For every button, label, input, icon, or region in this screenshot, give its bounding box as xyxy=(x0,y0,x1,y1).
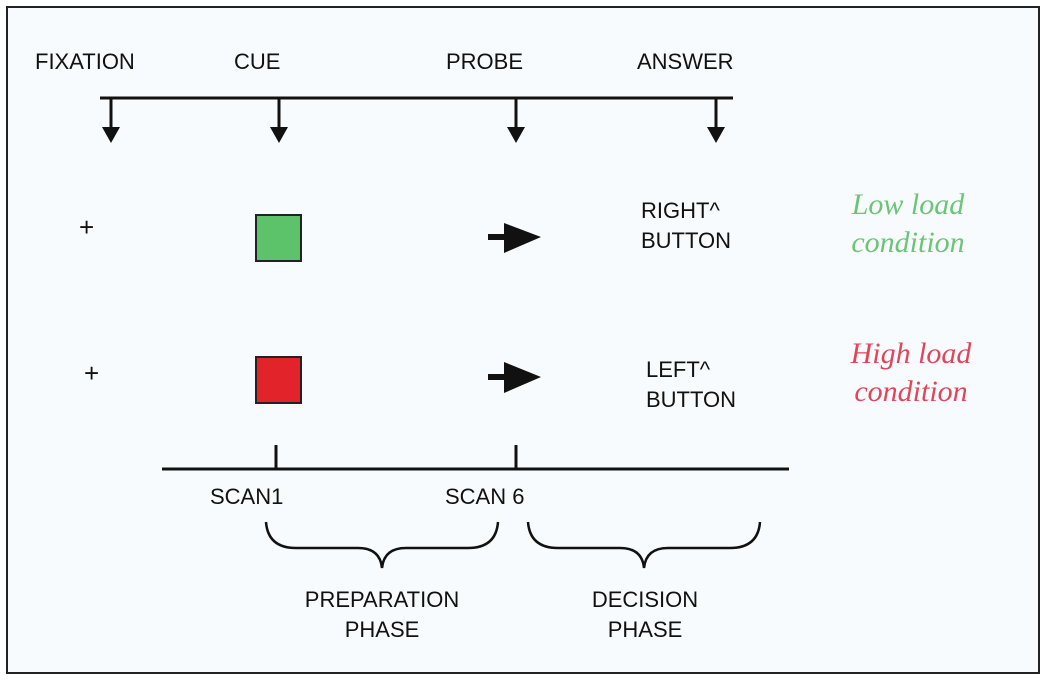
low-load-condition-label: Low load condition xyxy=(851,188,965,259)
answer-left-button-label: LEFT^ BUTTON xyxy=(646,357,737,412)
probe-label: PROBE xyxy=(446,49,524,74)
cue-arrow xyxy=(270,98,288,143)
answer-arrow xyxy=(707,98,725,143)
answer-label: ANSWER xyxy=(637,49,734,74)
answer-right-button-label: RIGHT^ BUTTON xyxy=(641,198,732,253)
probe-arrow xyxy=(507,98,525,143)
fixation-label: FIXATION xyxy=(35,49,135,74)
fixation-cross-high-load: + xyxy=(84,358,100,388)
fixation-arrow xyxy=(102,98,120,143)
fixation-cross-low-load: + xyxy=(79,212,95,242)
figure-frame xyxy=(6,6,1040,674)
scan1-label: SCAN1 xyxy=(210,484,284,509)
cue-square-high-load xyxy=(255,356,302,404)
cue-square-low-load xyxy=(255,214,302,262)
probe-right-arrow-high-load xyxy=(488,362,541,393)
scan6-label: SCAN 6 xyxy=(445,484,525,509)
decision-phase-label: DECISION PHASE xyxy=(591,587,699,642)
cue-label: CUE xyxy=(234,49,281,74)
preparation-brace xyxy=(264,521,500,569)
high-load-condition-label: High load condition xyxy=(850,337,972,408)
probe-right-arrow-low-load xyxy=(488,223,541,253)
preparation-phase-label: PREPARATION PHASE xyxy=(304,587,460,642)
decision-brace xyxy=(526,521,762,569)
